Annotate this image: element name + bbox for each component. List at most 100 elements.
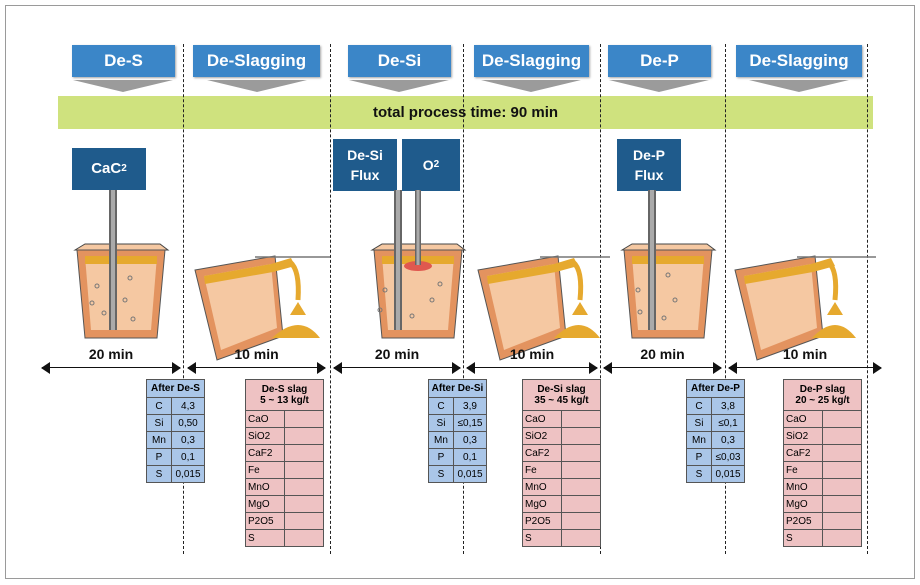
table-row: SiO2 [783, 427, 862, 445]
reagent-cac2-label: CaC [91, 160, 122, 177]
duration-de-p: 20 min [603, 346, 722, 378]
ladle-slagging-1 [194, 255, 330, 361]
ladle-de-s [74, 190, 169, 339]
element-cell: Mn [428, 431, 454, 449]
element-cell: C [686, 397, 712, 415]
slag-amount: 20 ~ 25 kg/t [795, 395, 850, 406]
table-row: P2O5 [245, 512, 324, 530]
duration-label: 20 min [88, 346, 134, 362]
step-de-slagging-1: De-Slagging [193, 45, 320, 77]
oxide-cell: CaF2 [783, 444, 823, 462]
reagent-dep-flux: De-P Flux [617, 139, 681, 191]
arrow-down-icon [73, 80, 173, 92]
table-row: MnO [522, 478, 601, 496]
value-cell: 0,50 [171, 414, 205, 432]
element-cell: Mn [146, 431, 172, 449]
value-cell: 0,015 [171, 465, 205, 483]
table-row: CaO [245, 410, 324, 428]
element-cell: C [146, 397, 172, 415]
table-row: Fe [245, 461, 324, 479]
element-cell: S [146, 465, 172, 483]
table-row: Fe [783, 461, 862, 479]
table-row: SiO2 [245, 427, 324, 445]
reagent-desi-flux: De-Si Flux [333, 139, 397, 191]
value-cell: 0,015 [453, 465, 487, 483]
duration-label: 20 min [374, 346, 420, 362]
element-cell: Si [146, 414, 172, 432]
empty-cell [561, 461, 601, 479]
composition-header: After De-S [146, 379, 205, 398]
table-row: Fe [522, 461, 601, 479]
empty-cell [284, 478, 324, 496]
table-row: Si≤0,1 [686, 414, 745, 432]
empty-cell [561, 512, 601, 530]
separator [867, 44, 868, 554]
oxide-cell: CaO [522, 410, 562, 428]
empty-cell [561, 410, 601, 428]
empty-cell [822, 410, 862, 428]
duration-label: 20 min [640, 346, 685, 362]
value-cell: 0,1 [171, 448, 205, 466]
step-de-s: De-S [72, 45, 175, 77]
oxide-cell: MnO [522, 478, 562, 496]
value-cell: 0,3 [711, 431, 745, 449]
table-row: CaF2 [245, 444, 324, 462]
table-row: S [783, 529, 862, 547]
oxide-cell: P2O5 [522, 512, 562, 530]
empty-cell [822, 444, 862, 462]
element-cell: Mn [686, 431, 712, 449]
empty-cell [561, 478, 601, 496]
step-de-p: De-P [608, 45, 711, 77]
value-cell: 3,8 [711, 397, 745, 415]
oxide-cell: MnO [245, 478, 285, 496]
arrow-down-icon [207, 80, 307, 92]
ladle-de-p [621, 190, 716, 339]
empty-cell [561, 529, 601, 547]
empty-cell [822, 427, 862, 445]
table-row: P≤0,03 [686, 448, 745, 466]
oxide-cell: Fe [245, 461, 285, 479]
banner-label: total process time: 90 min [372, 104, 559, 121]
value-cell: 4,3 [171, 397, 205, 415]
empty-cell [561, 427, 601, 445]
total-process-time-banner: total process time: 90 min [58, 96, 873, 129]
arrow-down-icon [749, 80, 849, 92]
empty-cell [284, 512, 324, 530]
oxide-cell: MgO [783, 495, 823, 513]
slag-title: De-S slag [261, 384, 308, 395]
reagent-desi-flux-line2: Flux [350, 167, 380, 183]
table-row: CaF2 [783, 444, 862, 462]
slag-title: De-P slag [799, 384, 846, 395]
table-row: CaO [783, 410, 862, 428]
oxide-cell: CaF2 [245, 444, 285, 462]
element-cell: Si [686, 414, 712, 432]
slag-amount: 35 ~ 45 kg/t [534, 395, 589, 406]
table-row: S [522, 529, 601, 547]
oxide-cell: MgO [522, 495, 562, 513]
empty-cell [284, 444, 324, 462]
element-cell: S [428, 465, 454, 483]
separator [725, 44, 726, 554]
reagent-cac2-subscript: 2 [121, 163, 127, 174]
duration-slagging-1: 10 min [187, 346, 326, 378]
oxide-cell: MnO [783, 478, 823, 496]
table-row: Si≤0,15 [428, 414, 487, 432]
empty-cell [284, 427, 324, 445]
reagent-dep-flux-line1: De-P [633, 147, 665, 163]
empty-cell [284, 529, 324, 547]
ladle-slagging-2 [477, 255, 610, 361]
